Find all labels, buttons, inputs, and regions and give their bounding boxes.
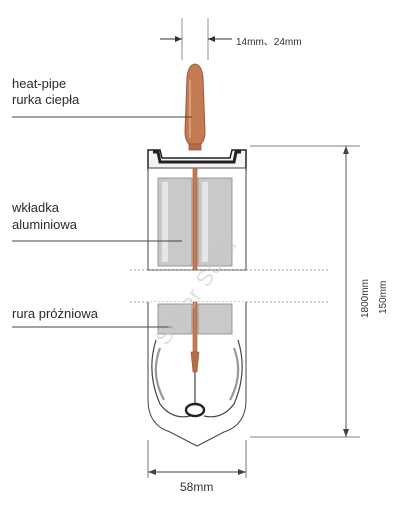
pipe-diameter-dimension: [160, 18, 232, 60]
break-lines: [130, 269, 330, 303]
manifold-cap: [147, 149, 247, 171]
insert-label-line1: wkładka: [12, 200, 59, 215]
tube-length-label: 1800mm: [360, 279, 371, 318]
heat-pipe-condenser: [184, 63, 206, 151]
pipe-diameter-label: 14mm、24mm: [236, 37, 302, 48]
leader-lines: [12, 116, 192, 328]
tube-diameter-label: 58mm: [180, 480, 214, 494]
length-dimensions: [250, 145, 360, 438]
insert-label-line2: aluminiowa: [12, 217, 78, 232]
vacuum-tube-label: rura próżniowa: [12, 306, 98, 321]
heat-pipe-label-en: heat-pipe: [12, 76, 67, 91]
vacuum-tube-lower: [147, 301, 247, 447]
aluminium-insert-upper: [147, 167, 247, 271]
insert-length-label: 150mm: [378, 280, 389, 314]
tube-diameter-dimension: [147, 440, 247, 478]
heat-pipe-label-pl: rurka ciepła: [12, 92, 80, 107]
